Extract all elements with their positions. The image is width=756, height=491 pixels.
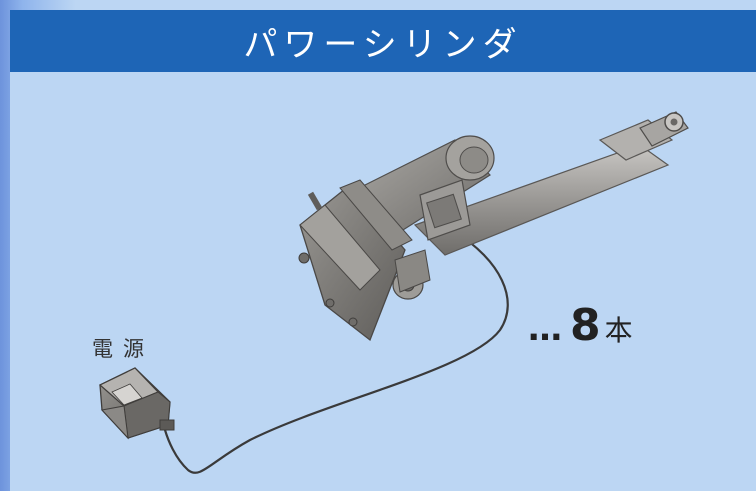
linear-actuator-icon	[298, 111, 689, 342]
title-bar: パワーシリンダ	[10, 10, 756, 72]
count-number: 8	[570, 300, 601, 351]
count-unit: 本	[604, 314, 633, 347]
page-title: パワーシリンダ	[243, 24, 523, 65]
power-source-label: 電源	[92, 337, 154, 361]
power-cable	[163, 231, 509, 474]
power-source-box-icon	[98, 367, 175, 440]
count-ellipsis: …	[528, 309, 564, 349]
cylinder-count: … 8 本	[528, 300, 633, 351]
